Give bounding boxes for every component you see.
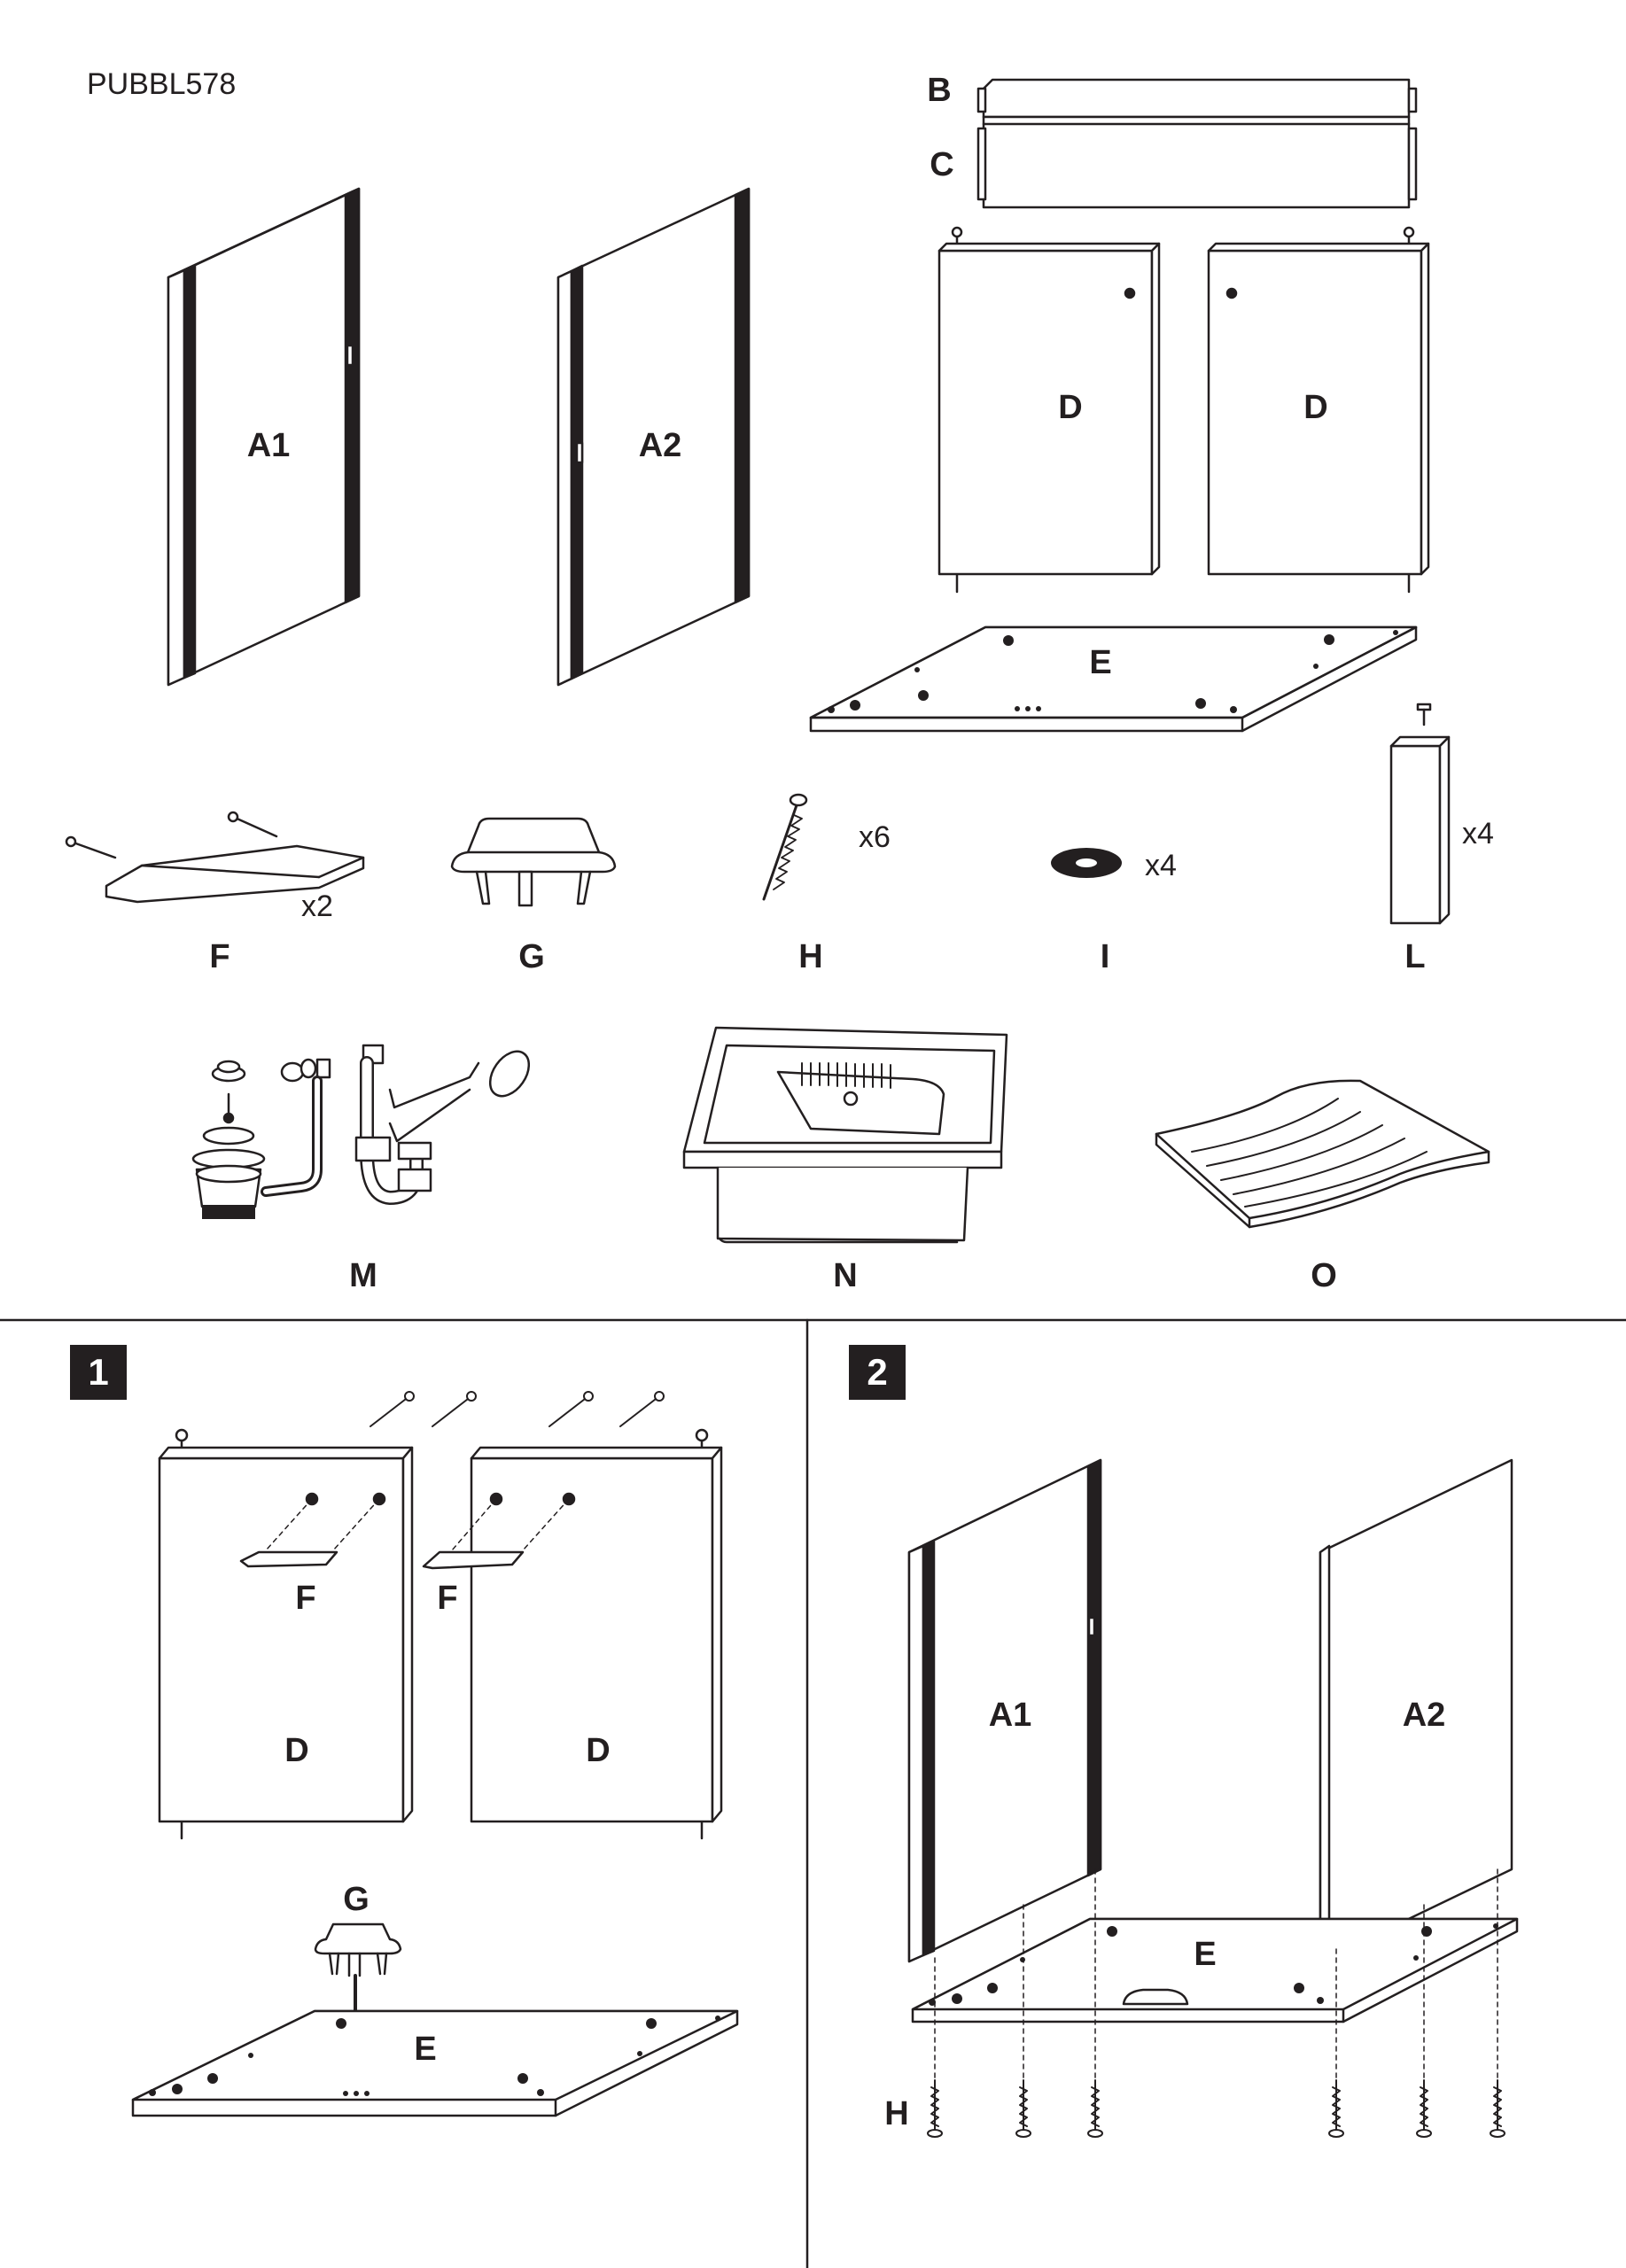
part-d-left-label: D bbox=[1058, 389, 1082, 426]
part-m-label: M bbox=[349, 1257, 377, 1294]
part-f-drawing: F x2 bbox=[65, 811, 365, 975]
part-g-label: G bbox=[518, 938, 545, 975]
part-e-label: E bbox=[1089, 644, 1111, 681]
step-1-g-label: G bbox=[343, 1881, 370, 1918]
part-a2-label: A2 bbox=[639, 427, 682, 464]
part-a1-drawing: A1 bbox=[167, 187, 361, 687]
part-g-drawing: G bbox=[450, 817, 617, 975]
part-d-drawing: D D bbox=[937, 226, 1430, 594]
step-2-badge: 2 bbox=[849, 1345, 906, 1400]
part-e-drawing: E bbox=[809, 625, 1418, 733]
part-i-label: I bbox=[1101, 938, 1110, 975]
step-2-a2-label: A2 bbox=[1403, 1697, 1446, 1734]
part-l-label: L bbox=[1404, 938, 1425, 975]
part-i-drawing: I x4 bbox=[1051, 848, 1177, 975]
step-1-badge: 1 bbox=[70, 1345, 127, 1400]
part-h-drawing: H x6 bbox=[762, 793, 891, 975]
part-m-drawing: M bbox=[191, 1044, 531, 1294]
part-n-drawing: N bbox=[682, 1026, 1008, 1294]
part-l-drawing: L x4 bbox=[1389, 703, 1494, 975]
part-c-label: C bbox=[930, 146, 953, 183]
part-f-label: F bbox=[209, 938, 230, 975]
step-2-a1-label: A1 bbox=[989, 1697, 1032, 1734]
part-h-label: H bbox=[798, 938, 822, 975]
part-d-right-label: D bbox=[1303, 389, 1327, 426]
step-1-drawing: F D F D G bbox=[131, 1391, 739, 2117]
part-n-label: N bbox=[833, 1257, 857, 1294]
part-b-c-drawing: B C bbox=[927, 72, 1418, 209]
part-a1-label: A1 bbox=[247, 427, 291, 464]
step-1-f-right-label: F bbox=[437, 1580, 457, 1617]
part-l-qty: x4 bbox=[1462, 817, 1494, 850]
part-o-label: O bbox=[1311, 1257, 1337, 1294]
step-1-d-right-label: D bbox=[586, 1732, 610, 1769]
part-h-qty: x6 bbox=[859, 820, 891, 854]
step-2-drawing: A1 A2 E bbox=[884, 1458, 1519, 2138]
step-2-e-label: E bbox=[1194, 1936, 1216, 1973]
part-i-qty: x4 bbox=[1145, 849, 1177, 882]
part-o-drawing: O bbox=[1155, 1079, 1490, 1294]
part-b-label: B bbox=[927, 72, 951, 109]
step-1-e-label: E bbox=[414, 2031, 436, 2068]
part-f-qty: x2 bbox=[301, 889, 333, 923]
step-1-d-left-label: D bbox=[284, 1732, 308, 1769]
product-code: PUBBL578 bbox=[87, 67, 237, 101]
part-a2-drawing: A2 bbox=[556, 187, 751, 687]
step-2-h-label: H bbox=[884, 2095, 908, 2132]
step-1-f-left-label: F bbox=[295, 1580, 315, 1617]
